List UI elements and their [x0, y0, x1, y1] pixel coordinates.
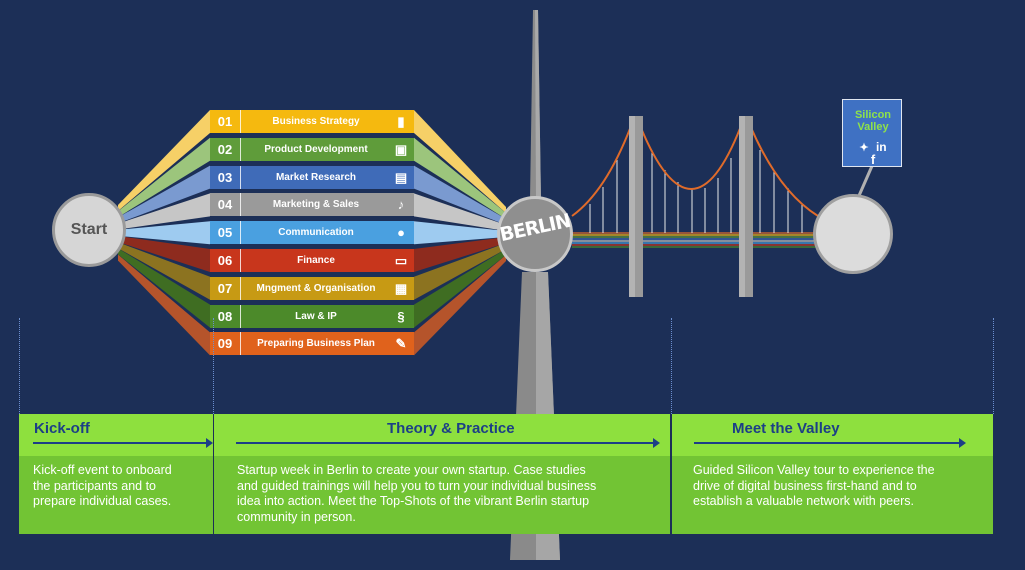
phase-kickoff: Kick-off Kick-off event to onboard the p… — [19, 414, 213, 534]
fan-right-segment — [414, 255, 506, 356]
facebook-icon: f — [870, 152, 876, 167]
pencil-icon: ✎ — [395, 336, 407, 352]
fan-left-segment — [118, 221, 210, 245]
bridge-cable-middle — [636, 117, 745, 190]
linkedin-icon: in — [875, 140, 887, 154]
module-number: 05 — [210, 221, 241, 245]
section-sign-icon: § — [397, 308, 405, 324]
module-number: 07 — [210, 276, 241, 300]
phase-description: Startup week in Berlin to create your ow… — [237, 463, 597, 524]
chart-search-icon: ▤ — [394, 169, 408, 185]
phase-arrow — [33, 438, 213, 448]
start-node: Start — [52, 193, 126, 267]
fan-right-segment — [414, 110, 506, 213]
sign-title-line2: Valley — [857, 121, 889, 133]
fan-right-segment — [414, 243, 506, 300]
phase-description: Kick-off event to onboard the participan… — [33, 463, 172, 508]
bar-chart-icon: ▮ — [397, 114, 405, 129]
bridge-cable-left — [571, 117, 635, 217]
phase-title: Meet the Valley — [732, 420, 840, 437]
module-label: Business Strategy — [272, 116, 360, 127]
phase-title: Kick-off — [34, 420, 90, 437]
sign-post — [856, 165, 874, 199]
module-bar: 02 Product Development ▣ — [210, 137, 414, 161]
module-bar: 05 Communication ● — [210, 221, 414, 245]
bell-icon: ♪ — [397, 197, 405, 213]
fan-left-segment — [118, 254, 210, 356]
module-label: Law & IP — [295, 310, 337, 322]
separator-2 — [213, 318, 214, 414]
fan-left-segment — [118, 137, 210, 218]
module-number: 01 — [210, 110, 241, 133]
phase-description: Guided Silicon Valley tour to experience… — [693, 463, 935, 508]
fan-left-segment — [118, 110, 210, 211]
fan-left-segment — [118, 193, 210, 230]
module-label: Mngment & Organisation — [256, 282, 376, 294]
module-label: Market Research — [275, 171, 357, 183]
fan-left-segment — [118, 242, 210, 300]
fan-right-segment — [414, 137, 506, 219]
module-label: Product Development — [264, 143, 368, 155]
module-bar: 01 Business Strategy ▮ — [210, 110, 414, 133]
fan-left-segment — [118, 248, 210, 328]
wallet-icon: ▭ — [394, 253, 408, 268]
module-number: 02 — [210, 137, 241, 161]
module-number: 06 — [210, 249, 241, 272]
bridge-cable-right — [746, 117, 819, 217]
fan-left-segment — [118, 236, 210, 272]
module-label: Preparing Business Plan — [257, 338, 375, 350]
separator-4 — [993, 318, 994, 414]
module-label: Finance — [297, 255, 335, 266]
module-number: 03 — [210, 165, 241, 189]
phase-title: Theory & Practice — [387, 420, 515, 437]
phase-meet-valley: Meet the Valley Guided Silicon Valley to… — [672, 414, 993, 534]
separator-1 — [19, 318, 20, 414]
fan-left-segment — [118, 165, 210, 224]
module-number: 09 — [210, 332, 241, 356]
phase-arrow — [236, 438, 660, 448]
twitter-icon: ✦ — [859, 142, 869, 154]
idea-node — [813, 194, 893, 274]
bridge — [571, 116, 820, 297]
calendar-icon: ▦ — [394, 280, 408, 296]
module-number: 08 — [210, 304, 241, 328]
bridge-suspenders — [589, 150, 803, 233]
fan-right-segment — [414, 237, 506, 272]
module-label: Communication — [278, 227, 354, 239]
module-fan-right — [414, 110, 506, 356]
module-bar: 08 Law & IP § — [210, 304, 414, 328]
speech-bubble-icon: ● — [397, 225, 405, 241]
bridge-lines — [572, 232, 820, 248]
sign-title-line1: Silicon — [854, 109, 892, 121]
module-bar: 03 Market Research ▤ — [210, 165, 414, 189]
fan-right-segment — [414, 221, 506, 245]
silicon-valley-sign: Silicon Valley ✦ in f — [842, 99, 902, 167]
module-number: 04 — [210, 193, 241, 217]
module-bar: 04 Marketing & Sales ♪ — [210, 193, 414, 217]
module-fan-left — [118, 110, 210, 356]
phase-theory-practice: Theory & Practice Startup week in Berlin… — [214, 414, 670, 534]
module-bar: 06 Finance ▭ — [210, 249, 414, 272]
fan-right-segment — [414, 193, 506, 231]
separator-3 — [671, 318, 672, 414]
berlin-node — [497, 196, 573, 272]
module-label: Marketing & Sales — [272, 199, 360, 211]
social-icons: ✦ in f — [843, 140, 903, 167]
phase-arrow — [694, 438, 966, 448]
sign-title: Silicon Valley — [843, 109, 903, 133]
module-bar: 09 Preparing Business Plan ✎ — [210, 332, 414, 356]
fan-right-segment — [414, 249, 506, 328]
module-bar: 07 Mngment & Organisation ▦ — [210, 276, 414, 300]
gift-icon: ▣ — [394, 141, 408, 157]
fan-right-segment — [414, 165, 506, 225]
